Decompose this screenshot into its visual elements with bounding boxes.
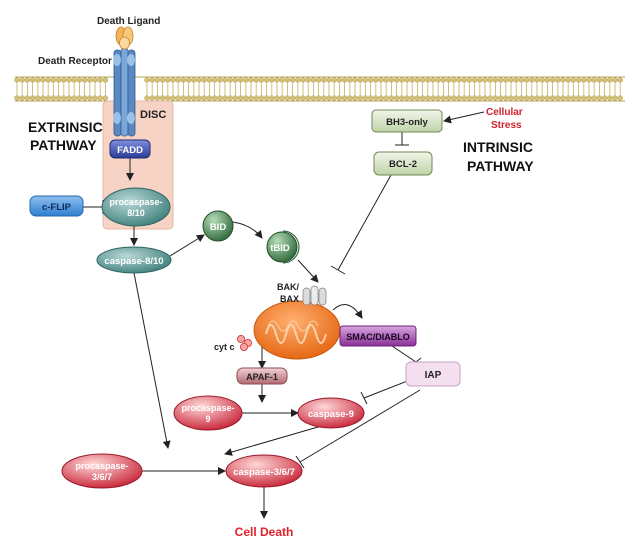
smac-diablo-node[interactable]	[339, 325, 417, 347]
apaf1-node[interactable]	[236, 367, 288, 385]
fadd-node[interactable]	[109, 139, 151, 159]
bak-bax-pore-icon	[302, 285, 327, 306]
bcl2-label: BCL-2	[389, 159, 417, 170]
bid-node[interactable]	[202, 210, 234, 242]
bh3-only-label: BH3-only	[386, 117, 428, 128]
caspase-9-label: caspase-9	[308, 409, 354, 420]
bak-bax-label-2: BAX	[280, 294, 299, 304]
mitochondrion-icon	[253, 300, 341, 360]
procaspase-8-10-label-1: procaspase-	[109, 197, 162, 207]
cflip-label: c-FLIP	[42, 202, 72, 213]
cell-membrane	[14, 76, 625, 102]
tbid-label: tBID	[270, 243, 290, 254]
procaspase-3-6-7-node[interactable]	[61, 453, 143, 489]
procaspase-3-6-7-label-1: procaspase-	[75, 461, 128, 471]
caspase-9-node[interactable]	[297, 397, 365, 429]
cyt-c-label: cyt c	[214, 342, 235, 352]
intrinsic-pathway-label-2: PATHWAY	[467, 158, 534, 174]
intrinsic-pathway-label-1: INTRINSIC	[463, 139, 533, 155]
death-receptor-label: Death Receptor	[38, 56, 112, 67]
apaf1-label: APAF-1	[246, 372, 278, 382]
fadd-label: FADD	[117, 145, 143, 156]
smac-diablo-label: SMAC/DIABLO	[346, 332, 410, 342]
bid-label: BID	[210, 222, 227, 233]
cellular-stress-label-2: Stress	[491, 120, 522, 131]
cflip-node[interactable]	[29, 195, 84, 217]
procaspase-9-label-1: procaspase-	[181, 403, 234, 413]
procaspase-3-6-7-label-2: 3/6/7	[92, 472, 112, 482]
procaspase-8-10-label-2: 8/10	[127, 208, 145, 218]
death-receptor-icon	[113, 47, 136, 137]
caspase-8-10-node[interactable]	[96, 246, 172, 274]
pathway-edges	[83, 111, 485, 519]
procaspase-9-node[interactable]	[173, 395, 243, 431]
lipid-bilayer	[14, 77, 623, 101]
cellular-stress-label-1: Cellular	[486, 107, 523, 118]
disc-label: DISC	[140, 109, 166, 121]
death-ligand-icon	[115, 26, 134, 50]
death-ligand-label: Death Ligand	[97, 16, 160, 27]
tbid-node[interactable]	[282, 230, 300, 264]
caspase-8-10-label: caspase-8/10	[104, 256, 163, 267]
bcl2-node[interactable]	[373, 151, 433, 176]
tbid-body	[266, 231, 298, 263]
cytochrome-c-icon	[236, 334, 252, 351]
procaspase-9-label-2: 9	[205, 414, 210, 424]
caspase-3-6-7-label: caspase-3/6/7	[233, 467, 295, 478]
iap-label: IAP	[425, 370, 442, 381]
bh3-only-node[interactable]	[371, 109, 443, 133]
cell-death-label: Cell Death	[235, 525, 294, 539]
procaspase-8-10-node[interactable]	[101, 187, 171, 227]
bak-bax-label-1: BAK/	[277, 282, 299, 292]
caspase-3-6-7-node[interactable]	[225, 454, 303, 488]
extrinsic-pathway-label-1: EXTRINSIC	[28, 119, 103, 135]
extrinsic-pathway-label-2: PATHWAY	[30, 137, 97, 153]
iap-node[interactable]	[405, 361, 461, 387]
